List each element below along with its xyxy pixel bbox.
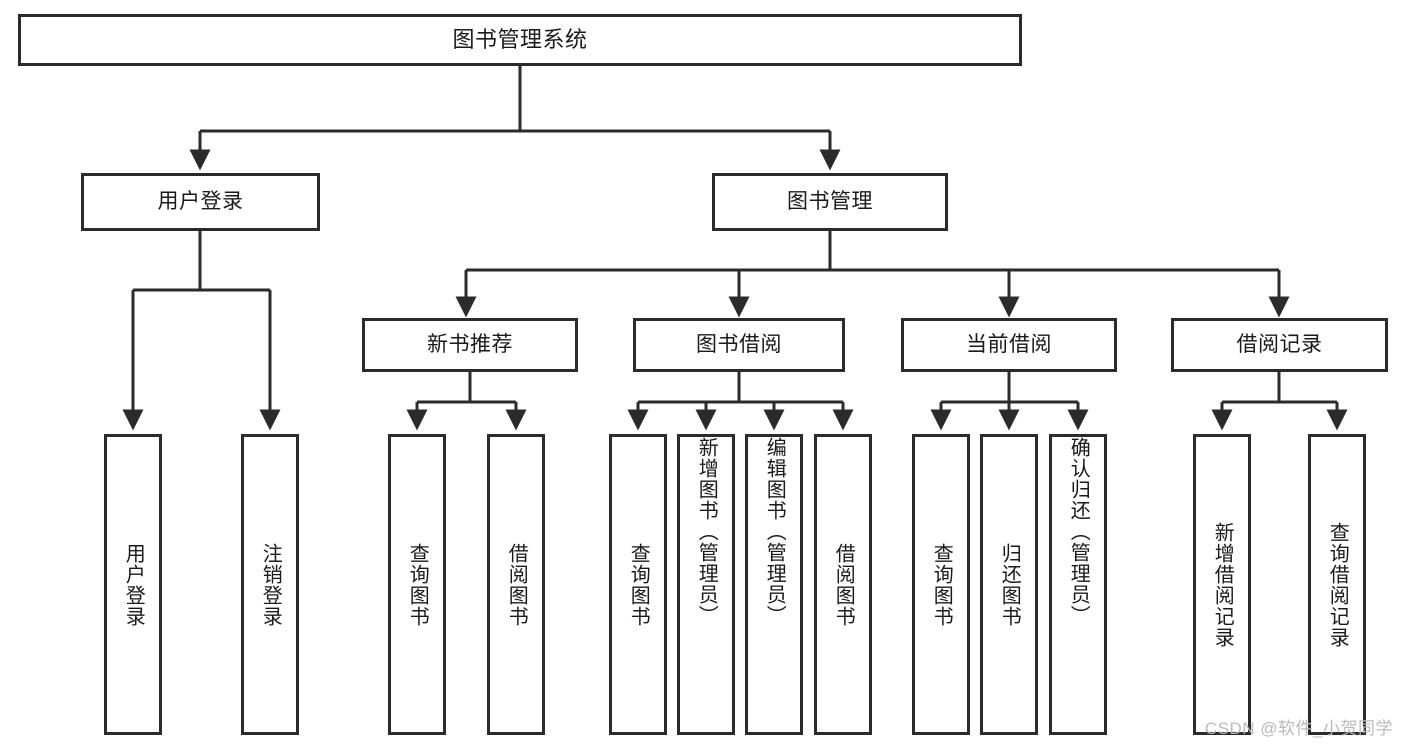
node-label: 当前借阅 — [966, 333, 1052, 357]
node-new-book-recommend[interactable]: 新书推荐 — [362, 318, 578, 372]
watermark-text: CSDN @软件_小贺同学 — [1204, 719, 1393, 738]
node-label: 借阅记录 — [1236, 333, 1323, 357]
node-user-login[interactable]: 用户登录 — [81, 173, 320, 231]
node-root-book-management-system[interactable]: 图书管理系统 — [18, 14, 1022, 66]
node-label: 新增借阅记录 — [1211, 521, 1234, 648]
node-label: 归还图书 — [998, 542, 1021, 627]
node-label: 编辑图书（管理员） — [763, 437, 786, 626]
node-leaf-query-book-borrow[interactable]: 查询图书 — [609, 434, 667, 735]
node-label: 图书管理 — [787, 190, 873, 214]
node-label: 注销登录 — [259, 542, 282, 627]
node-leaf-confirm-return-admin[interactable]: 确认归还（管理员） — [1049, 434, 1107, 735]
node-label: 查询图书 — [930, 542, 953, 627]
node-leaf-borrow-book-recommend[interactable]: 借阅图书 — [487, 434, 545, 735]
node-label: 用户登录 — [122, 542, 145, 627]
node-label: 新增图书（管理员） — [695, 437, 718, 626]
node-leaf-borrow-book[interactable]: 借阅图书 — [814, 434, 872, 735]
node-leaf-edit-book-admin[interactable]: 编辑图书（管理员） — [745, 434, 803, 735]
node-label: 查询借阅记录 — [1326, 521, 1349, 648]
node-label: 借阅图书 — [832, 542, 855, 627]
node-leaf-user-login[interactable]: 用户登录 — [104, 434, 162, 735]
node-leaf-query-borrow-record[interactable]: 查询借阅记录 — [1308, 434, 1366, 735]
node-label: 图书管理系统 — [452, 26, 588, 52]
node-leaf-query-book-current[interactable]: 查询图书 — [912, 434, 970, 735]
node-book-management[interactable]: 图书管理 — [712, 173, 948, 231]
node-label: 图书借阅 — [696, 333, 782, 357]
node-label: 借阅图书 — [505, 542, 528, 627]
node-leaf-add-book-admin[interactable]: 新增图书（管理员） — [677, 434, 735, 735]
node-borrow-record[interactable]: 借阅记录 — [1171, 318, 1388, 372]
node-label: 用户登录 — [157, 190, 244, 214]
node-leaf-query-book-recommend[interactable]: 查询图书 — [388, 434, 446, 735]
node-label: 查询图书 — [627, 542, 650, 627]
node-label: 新书推荐 — [427, 333, 513, 357]
node-leaf-add-borrow-record[interactable]: 新增借阅记录 — [1193, 434, 1251, 735]
node-current-borrow[interactable]: 当前借阅 — [901, 318, 1117, 372]
node-label: 确认归还（管理员） — [1067, 437, 1090, 626]
node-leaf-user-logout[interactable]: 注销登录 — [241, 434, 299, 735]
node-leaf-return-book[interactable]: 归还图书 — [980, 434, 1038, 735]
node-book-borrow[interactable]: 图书借阅 — [633, 318, 845, 372]
node-label: 查询图书 — [406, 542, 429, 627]
